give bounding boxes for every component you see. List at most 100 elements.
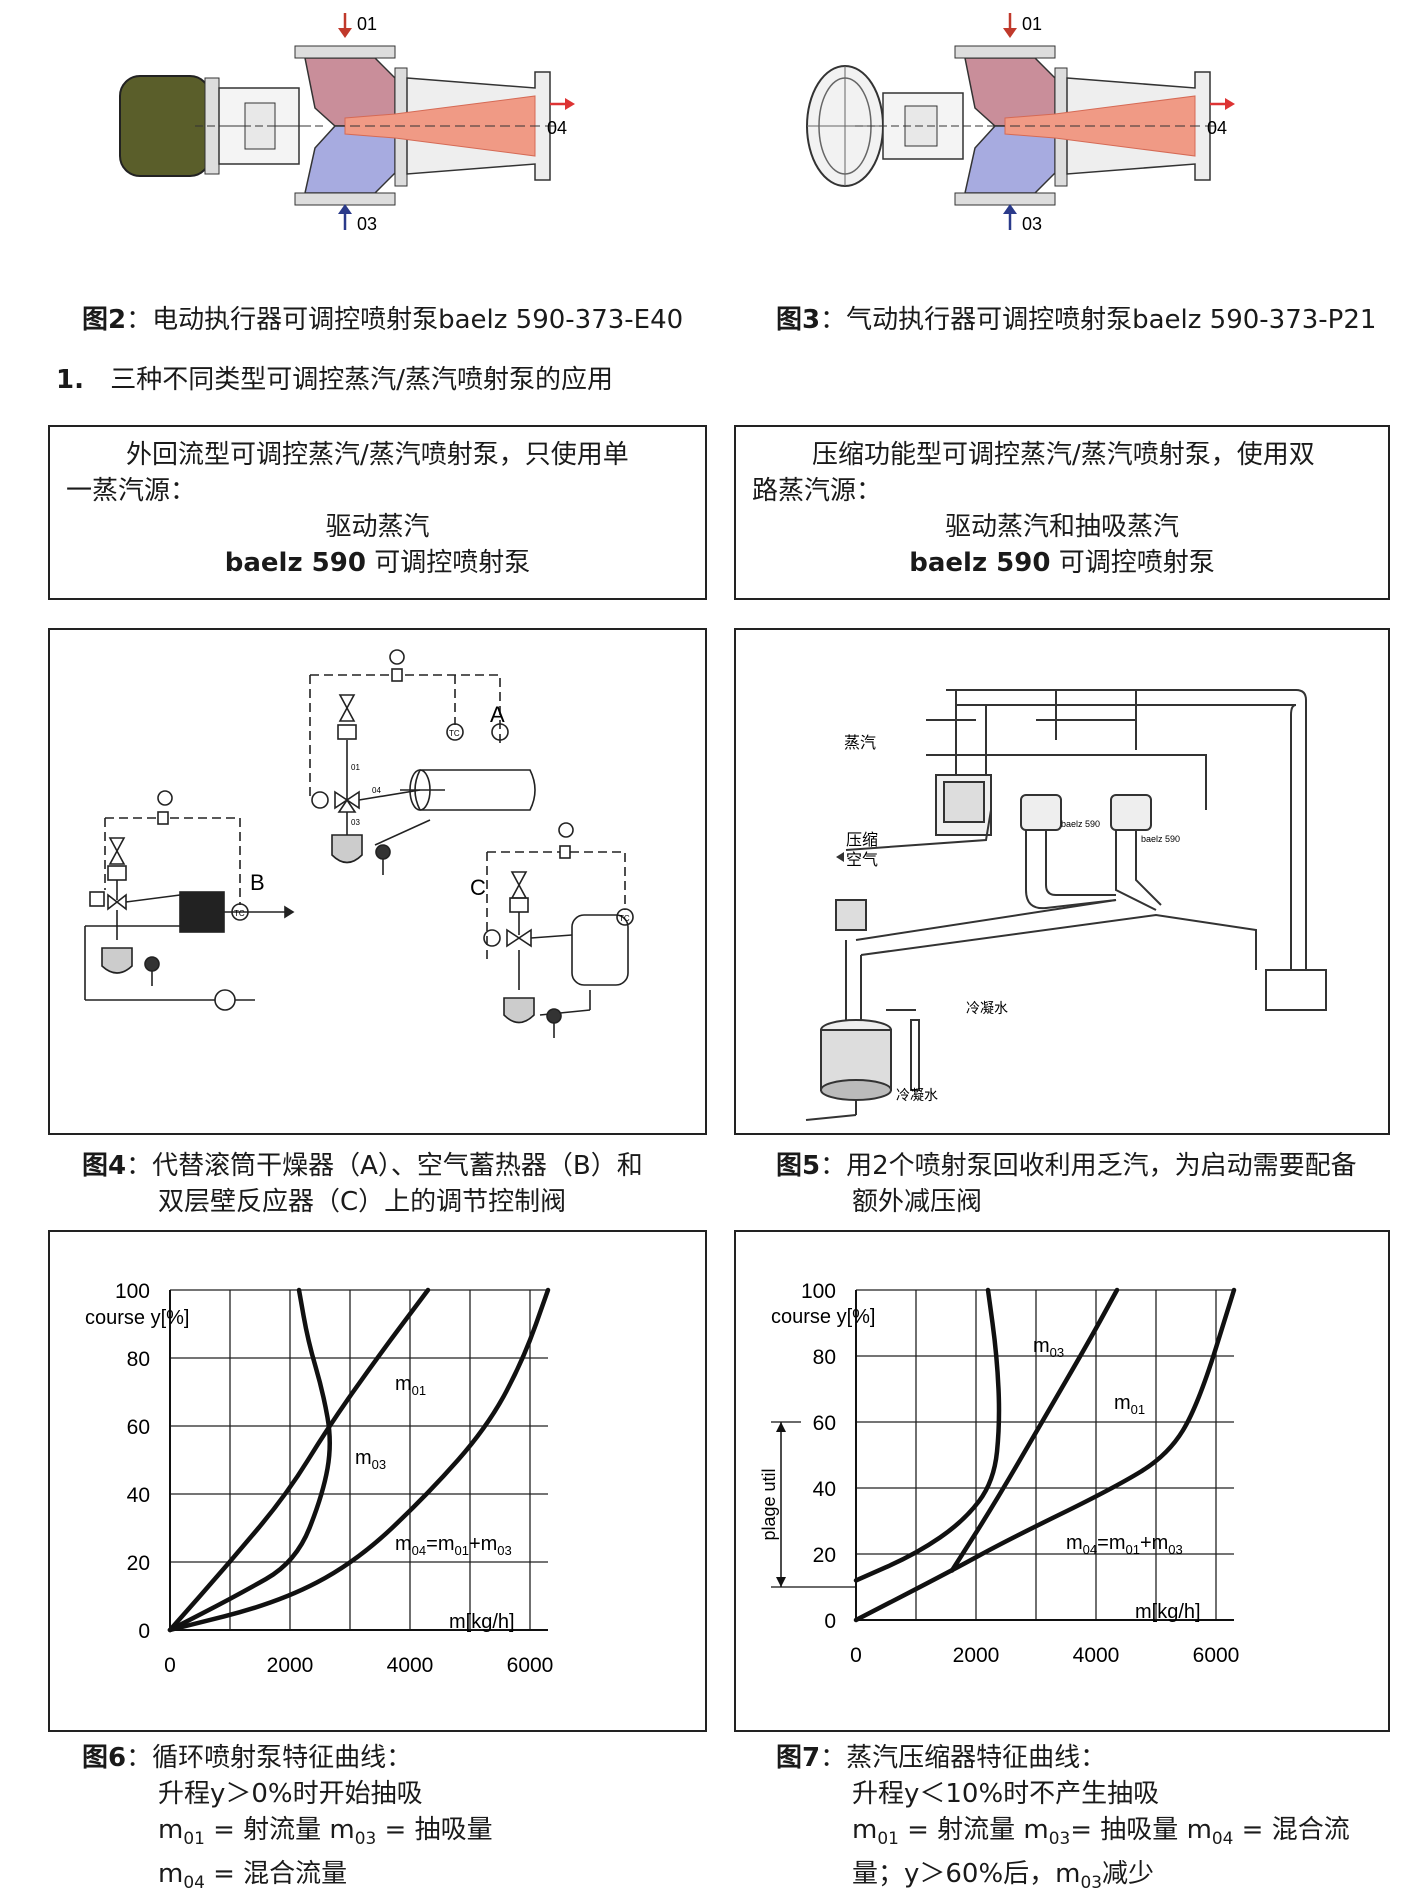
y-tick-label: 80 (127, 1348, 150, 1371)
y-tick-label: 40 (127, 1484, 150, 1507)
figure6-label: 图6 (82, 1743, 127, 1773)
fig3-port-04: 04 (1207, 118, 1227, 138)
figure6-caption-line1: ：循环喷射泵特征曲线： (126, 1743, 413, 1773)
y-tick-label: 0 (138, 1620, 150, 1643)
x-tick-label: 2000 (267, 1654, 314, 1677)
series-label-m04m01m03: m04=m01+m03 (395, 1533, 512, 1558)
figure7-label: 图7 (776, 1743, 821, 1773)
x-tick-label: 6000 (507, 1654, 554, 1677)
figure6-caption-line3: m01 = 射流量 m03 = 抽吸量 (158, 1815, 493, 1849)
x-axis-label: m[kg/h] (449, 1611, 515, 1633)
fig4-03: 03 (351, 818, 360, 827)
section-title: 三种不同类型可调控蒸汽/蒸汽喷射泵的应用 (110, 365, 613, 395)
figure6-caption: 图6：循环喷射泵特征曲线： 升程y＞0%时开始抽吸 m01 = 射流量 m03 … (82, 1740, 493, 1900)
fig2-port-01: 01 (357, 14, 377, 34)
y-tick-label: 100 (115, 1280, 150, 1303)
box-right-brand: baelz 590 (909, 548, 1051, 578)
fig3-port-03: 03 (1022, 214, 1042, 234)
y-tick-label: 40 (813, 1478, 836, 1501)
x-axis-label: m[kg/h] (1135, 1601, 1201, 1623)
box-external-reflux: 外回流型可调控蒸汽/蒸汽喷射泵，只使用单 一蒸汽源： 驱动蒸汽 baelz 59… (48, 425, 707, 600)
fig5-air2: 空气 (846, 851, 878, 869)
figure7-caption-line1: ：蒸汽压缩器特征曲线： (820, 1743, 1107, 1773)
series-label-m01: m01 (1114, 1392, 1145, 1417)
figure2-caption-text: ：电动执行器可调控喷射泵baelz 590-373-E40 (126, 305, 684, 335)
x-tick-label: 4000 (1073, 1644, 1120, 1667)
figure7-caption-line4: 量；y＞60%后，m03减少 (852, 1859, 1155, 1893)
fig5-condensate-2: 冷凝水 (896, 1087, 938, 1103)
figure4-caption-line2: 双层壁反应器（C）上的调节控制阀 (158, 1187, 567, 1217)
series-label-m01: m01 (395, 1373, 426, 1398)
fig5-steam: 蒸汽 (844, 734, 876, 752)
box-right-line3: 驱动蒸汽和抽吸蒸汽 (944, 512, 1179, 542)
fig4-label-A: A (490, 702, 505, 727)
fig4-04: 04 (372, 786, 381, 795)
box-left-line4: 可调控喷射泵 (374, 548, 531, 578)
figure4-caption: 图4：代替滚筒干燥器（A）、空气蓄热器（B）和 双层壁反应器（C）上的调节控制阀 (82, 1148, 643, 1220)
x-tick-label: 2000 (953, 1644, 1000, 1667)
fig4-label-C: C (470, 875, 486, 900)
figure3-caption-text: ：气动执行器可调控喷射泵baelz 590-373-P21 (820, 305, 1377, 335)
section-number: 1. (56, 365, 84, 395)
figure2-drawing: 01 03 04 (119, 13, 575, 234)
box-compression: 压缩功能型可调控蒸汽/蒸汽喷射泵，使用双 路蒸汽源： 驱动蒸汽和抽吸蒸汽 bae… (734, 425, 1390, 600)
series-label-m04m01m03: m04=m01+m03 (1066, 1532, 1183, 1557)
y-tick-label: 80 (813, 1346, 836, 1369)
fig5-pump2: baelz 590 (1141, 834, 1180, 844)
y-tick-label: 60 (813, 1412, 836, 1435)
fig2-port-03: 03 (357, 214, 377, 234)
x-tick-label: 0 (164, 1654, 176, 1677)
fig4-01: 01 (351, 763, 360, 772)
fig4-tc-c: TC (619, 914, 630, 923)
series-line-m01 (167, 1287, 431, 1633)
figure3-label: 图3 (776, 305, 821, 335)
fig5-pump1: baelz 590 (1061, 819, 1100, 829)
series-line-m04m01m03 (853, 1287, 1237, 1623)
y-tick-label: 20 (127, 1552, 150, 1575)
series-line-m04m01m03 (167, 1287, 551, 1633)
figure5-label: 图5 (776, 1151, 821, 1181)
figure4-label: 图4 (82, 1151, 127, 1181)
figure3-caption: 图3：气动执行器可调控喷射泵baelz 590-373-P21 (776, 302, 1376, 338)
figure4-caption-line1: ：代替滚筒干燥器（A）、空气蓄热器（B）和 (126, 1151, 643, 1181)
x-tick-label: 0 (850, 1644, 862, 1667)
series-label-m03: m03 (355, 1447, 386, 1472)
x-tick-label: 6000 (1193, 1644, 1240, 1667)
figure3-drawing: 01 03 04 (806, 13, 1235, 234)
figure7-caption: 图7：蒸汽压缩器特征曲线： 升程y＜10%时不产生抽吸 m01 = 射流量 m0… (776, 1740, 1350, 1900)
figure4-frame: A B C TC TC TC 01 03 04 (48, 628, 707, 1135)
fig4-label-B: B (250, 870, 265, 895)
fig4-tc-a: TC (449, 729, 460, 738)
figure2-label: 图2 (82, 305, 127, 335)
series-line-m03 (167, 1287, 332, 1633)
figure5-caption-line2: 额外减压阀 (852, 1187, 983, 1217)
figure5-frame: 蒸汽 压缩 空气 冷凝水 冷凝水 baelz 590 baelz 590 (734, 628, 1390, 1135)
figure5-caption: 图5：用2个喷射泵回收利用乏汽，为启动需要配备 额外减压阀 (776, 1148, 1357, 1220)
box-left-brand: baelz 590 (224, 548, 366, 578)
plage-util-arrow-bottom (776, 1577, 786, 1587)
figure6-caption-line2: 升程y＞0%时开始抽吸 (158, 1779, 423, 1809)
box-left-line3: 驱动蒸汽 (325, 512, 430, 542)
figure5-caption-line1: ：用2个喷射泵回收利用乏汽，为启动需要配备 (820, 1151, 1357, 1181)
box-left-line1: 外回流型可调控蒸汽/蒸汽喷射泵，只使用单 (126, 440, 629, 470)
series-line-m01 (949, 1287, 1120, 1573)
x-tick-label: 4000 (387, 1654, 434, 1677)
y-tick-label: 100 (801, 1280, 836, 1303)
y-axis-label: course y[%] (771, 1306, 875, 1328)
box-right-line2: 路蒸汽源： (752, 476, 883, 506)
plage-util-arrow-top (776, 1422, 786, 1432)
plage-util-label: plage util (759, 1468, 779, 1540)
fig5-condensate-1: 冷凝水 (966, 1000, 1008, 1016)
box-right-line1: 压缩功能型可调控蒸汽/蒸汽喷射泵，使用双 (812, 440, 1315, 470)
figure7-caption-line2: 升程y＜10%时不产生抽吸 (852, 1779, 1160, 1809)
section-heading: 1. 三种不同类型可调控蒸汽/蒸汽喷射泵的应用 (56, 362, 613, 398)
fig5-air1: 压缩 (846, 831, 878, 849)
figure7-caption-line3: m01 = 射流量 m03= 抽吸量 m04 = 混合流 (852, 1815, 1350, 1849)
figure4-schematic: A B C TC TC TC 01 03 04 (84, 649, 634, 1038)
figure6-caption-line4: m04 = 混合流量 (158, 1859, 348, 1893)
series-line-m03 (853, 1287, 1002, 1583)
figure2-caption: 图2：电动执行器可调控喷射泵baelz 590-373-E40 (82, 302, 683, 338)
